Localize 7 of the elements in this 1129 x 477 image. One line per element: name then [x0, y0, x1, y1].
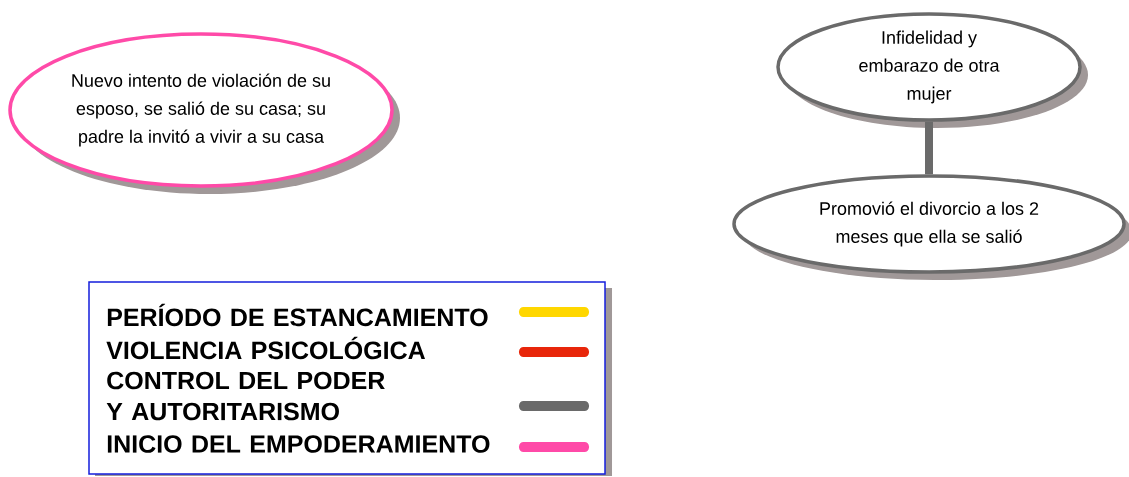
- legend-label: VIOLENCIA PSICOLÓGICA: [106, 336, 425, 360]
- ellipse-node: Nuevo intento de violación de su esposo, se salió de su casa; su padre la invitó a vivir a su casa: [8, 32, 400, 194]
- legend-label: CONTROL DEL PODER Y AUTORITARISMO: [106, 371, 385, 421]
- ellipse-node: Promovió el divorcio a los 2 meses que ella se salió: [732, 174, 1129, 280]
- legend-label: PERÍODO DE ESTANCAMIENTO: [107, 303, 488, 327]
- ellipse-node: Infidelidad y embarazo de otra mujer: [776, 12, 1088, 128]
- legend-label: INICIO DEL EMPODERAMIENTO: [107, 435, 490, 453]
